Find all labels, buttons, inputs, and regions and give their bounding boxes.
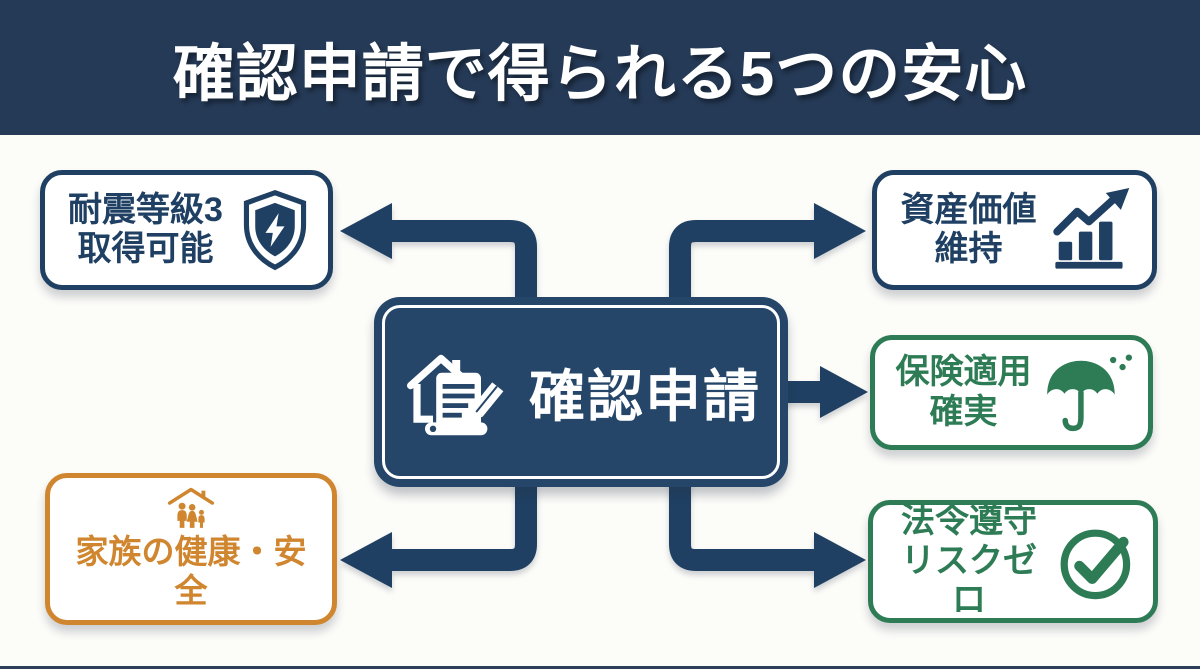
benefit-line: リスクゼロ <box>901 541 1037 620</box>
family-under-roof-icon <box>167 487 215 528</box>
arrow-to-seismic <box>340 203 537 310</box>
benefit-card-family-safety: 家族の健康・安全 <box>45 473 337 625</box>
center-node-frame: 確認申請 <box>382 305 780 479</box>
benefit-line: 確実 <box>929 392 998 431</box>
center-node: 確認申請 <box>374 297 788 487</box>
shield-bolt-icon <box>243 189 307 271</box>
chart-up-icon <box>1053 188 1130 269</box>
benefit-line: 維持 <box>934 230 1003 268</box>
benefit-card-asset-value: 資産価値 維持 <box>872 170 1157 290</box>
benefit-card-seismic: 耐震等級3 取得可能 <box>40 170 333 290</box>
arrow-to-asset-value <box>669 203 866 310</box>
check-circle-icon <box>1060 529 1131 599</box>
umbrella-rain-icon <box>1047 354 1132 431</box>
benefit-text: 資産価値 維持 <box>891 191 1046 270</box>
page-title: 確認申請で得られる5つの安心 <box>172 39 1028 109</box>
arrow-to-compliance <box>669 475 866 588</box>
bottom-border <box>0 666 1200 669</box>
title-banner: 確認申請で得られる5つの安心 <box>0 0 1200 135</box>
benefit-line: 法令遵守 <box>901 502 1037 541</box>
benefit-line: 耐震等級3 <box>68 190 223 229</box>
benefit-text: 家族の健康・安全 <box>60 533 322 610</box>
benefit-card-compliance: 法令遵守 リスクゼロ <box>868 500 1158 623</box>
arrow-to-insurance <box>780 366 868 418</box>
benefit-text: 耐震等級3 取得可能 <box>59 191 232 270</box>
benefit-text: 保険適用 確実 <box>889 353 1038 432</box>
benefit-line: 家族の健康・安全 <box>75 533 307 609</box>
benefit-line: 保険適用 <box>895 353 1032 392</box>
benefit-card-insurance: 保険適用 確実 <box>870 335 1153 450</box>
benefit-line: 取得可能 <box>77 230 214 268</box>
center-label: 確認申請 <box>529 364 761 428</box>
arrow-to-family-safety <box>340 475 537 588</box>
benefit-line: 資産価値 <box>900 190 1037 229</box>
house-document-pencil-icon <box>407 354 504 436</box>
benefit-text: 法令遵守 リスクゼロ <box>887 502 1051 620</box>
